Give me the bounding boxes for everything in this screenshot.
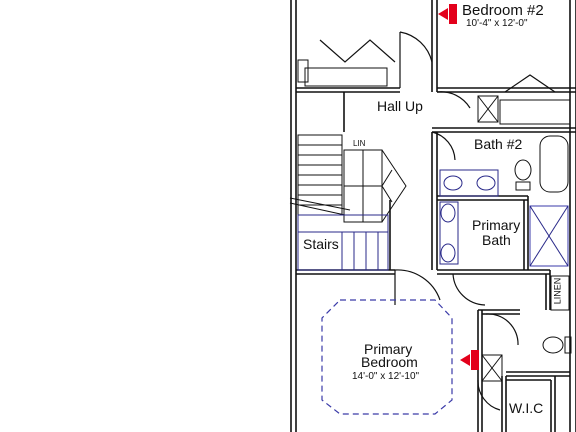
bedroom2-name: Bedroom #2 bbox=[462, 2, 544, 19]
stairs-label: Stairs bbox=[303, 236, 339, 252]
primary-bedroom-marker-tag bbox=[471, 350, 479, 370]
primary-bedroom-marker-icon bbox=[460, 354, 470, 366]
walls bbox=[290, 0, 576, 432]
doors bbox=[319, 31, 556, 411]
primary-bedroom-line2: Bedroom bbox=[361, 354, 418, 370]
bedroom2-marker-tag bbox=[449, 4, 457, 24]
bedroom2-dims: 10'-4" x 12'-0" bbox=[466, 18, 528, 29]
stairs bbox=[289, 134, 407, 223]
primary-bedroom-dims: 14'-0" x 12'-10" bbox=[352, 371, 420, 382]
bath-fixtures bbox=[439, 169, 569, 267]
wic-label: W.I.C bbox=[509, 400, 544, 416]
toilets-tub bbox=[514, 135, 572, 354]
bedroom2-marker-icon bbox=[438, 8, 448, 20]
lin-label: LIN bbox=[353, 139, 366, 148]
linen-label: LINEN bbox=[552, 277, 563, 305]
hall-label: Hall Up bbox=[377, 98, 423, 114]
primary-bath-line1: Primary bbox=[472, 217, 521, 233]
closet-shelves bbox=[297, 59, 571, 382]
bath2-label: Bath #2 bbox=[474, 136, 523, 152]
primary-bath-line2: Bath bbox=[482, 232, 511, 248]
primary-bedroom-line1: Primary bbox=[364, 341, 413, 357]
stairs-treads bbox=[297, 214, 389, 271]
ceiling-outline bbox=[321, 299, 453, 415]
